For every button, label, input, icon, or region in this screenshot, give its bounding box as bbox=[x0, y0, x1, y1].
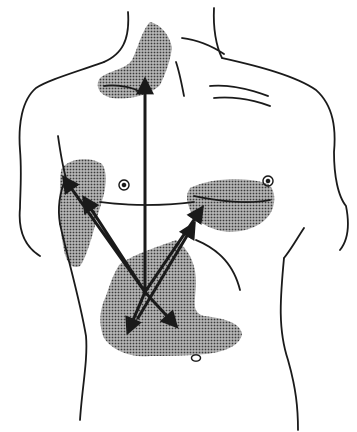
sternum-curve bbox=[176, 62, 184, 96]
right-nipple-center bbox=[122, 183, 125, 186]
clavicle-right-2 bbox=[214, 97, 270, 106]
left-chest-shaded-region bbox=[187, 179, 274, 232]
left-nipple-center bbox=[266, 179, 269, 182]
left-arm-inner-line bbox=[284, 228, 304, 258]
costal-margin bbox=[196, 240, 240, 290]
right-torso-side-line bbox=[281, 258, 298, 430]
shaded-regions bbox=[59, 22, 274, 356]
lower-rib-line bbox=[100, 202, 194, 205]
navel bbox=[192, 355, 201, 361]
neck-left-line bbox=[104, 12, 128, 62]
clavicle-right bbox=[210, 86, 268, 96]
